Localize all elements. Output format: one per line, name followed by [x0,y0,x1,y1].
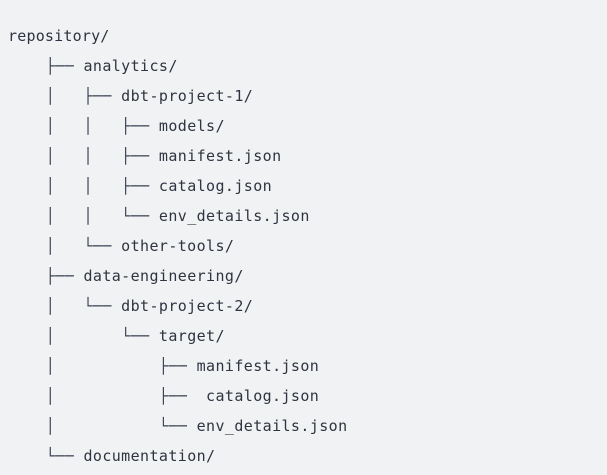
tree-branch-connector: │ │ ├── [8,147,159,165]
tree-row: │ └── target/ [8,321,607,351]
tree-row: │ ├── dbt-project-1/ [8,81,607,111]
tree-row: ├── data-engineering/ [8,261,607,291]
tree-row: repository/ [8,21,607,51]
tree-directory-label: models/ [158,117,225,135]
tree-file-label: env_details.json [196,417,348,435]
tree-directory-label: other-tools/ [121,237,235,255]
tree-directory-label: dbt-project-1/ [121,87,254,105]
tree-row: │ │ └── env_details.json [8,201,607,231]
tree-branch-connector: ├── [8,57,84,75]
tree-branch-connector: └── [8,447,84,465]
tree-branch-connector: │ └── [8,417,197,435]
tree-row: │ │ ├── manifest.json [8,141,607,171]
tree-directory-label: data-engineering/ [83,267,244,285]
tree-directory-label: analytics/ [83,57,178,75]
tree-branch-connector: │ └── [8,297,122,315]
tree-branch-connector: │ ├── [8,387,207,405]
tree-file-label: manifest.json [196,357,320,375]
tree-branch-connector: │ ├── [8,357,197,375]
tree-file-label: manifest.json [158,147,282,165]
tree-row: │ └── dbt-project-2/ [8,291,607,321]
tree-file-label: env_details.json [158,207,310,225]
directory-tree: repository/ ├── analytics/ │ ├── dbt-pro… [0,13,607,475]
tree-branch-connector: │ │ ├── [8,177,159,195]
tree-row: │ ├── catalog.json [8,381,607,411]
tree-row: │ └── other-tools/ [8,231,607,261]
tree-branch-connector: ├── [8,267,84,285]
tree-branch-connector: │ │ └── [8,207,159,225]
tree-row: │ └── env_details.json [8,411,607,441]
tree-branch-connector: │ └── [8,237,122,255]
tree-row: └── documentation/ [8,441,607,471]
tree-row: │ │ ├── catalog.json [8,171,607,201]
tree-row: │ │ ├── models/ [8,111,607,141]
tree-directory-label: documentation/ [83,447,216,465]
tree-directory-label: repository/ [8,27,110,45]
tree-file-label: catalog.json [206,387,320,405]
tree-directory-label: dbt-project-2/ [121,297,254,315]
tree-file-label: catalog.json [158,177,273,195]
tree-row: │ ├── manifest.json [8,351,607,381]
tree-branch-connector: │ │ ├── [8,117,159,135]
tree-directory-label: target/ [158,327,225,345]
tree-branch-connector: │ ├── [8,87,122,105]
tree-row: ├── analytics/ [8,51,607,81]
tree-branch-connector: │ └── [8,327,159,345]
